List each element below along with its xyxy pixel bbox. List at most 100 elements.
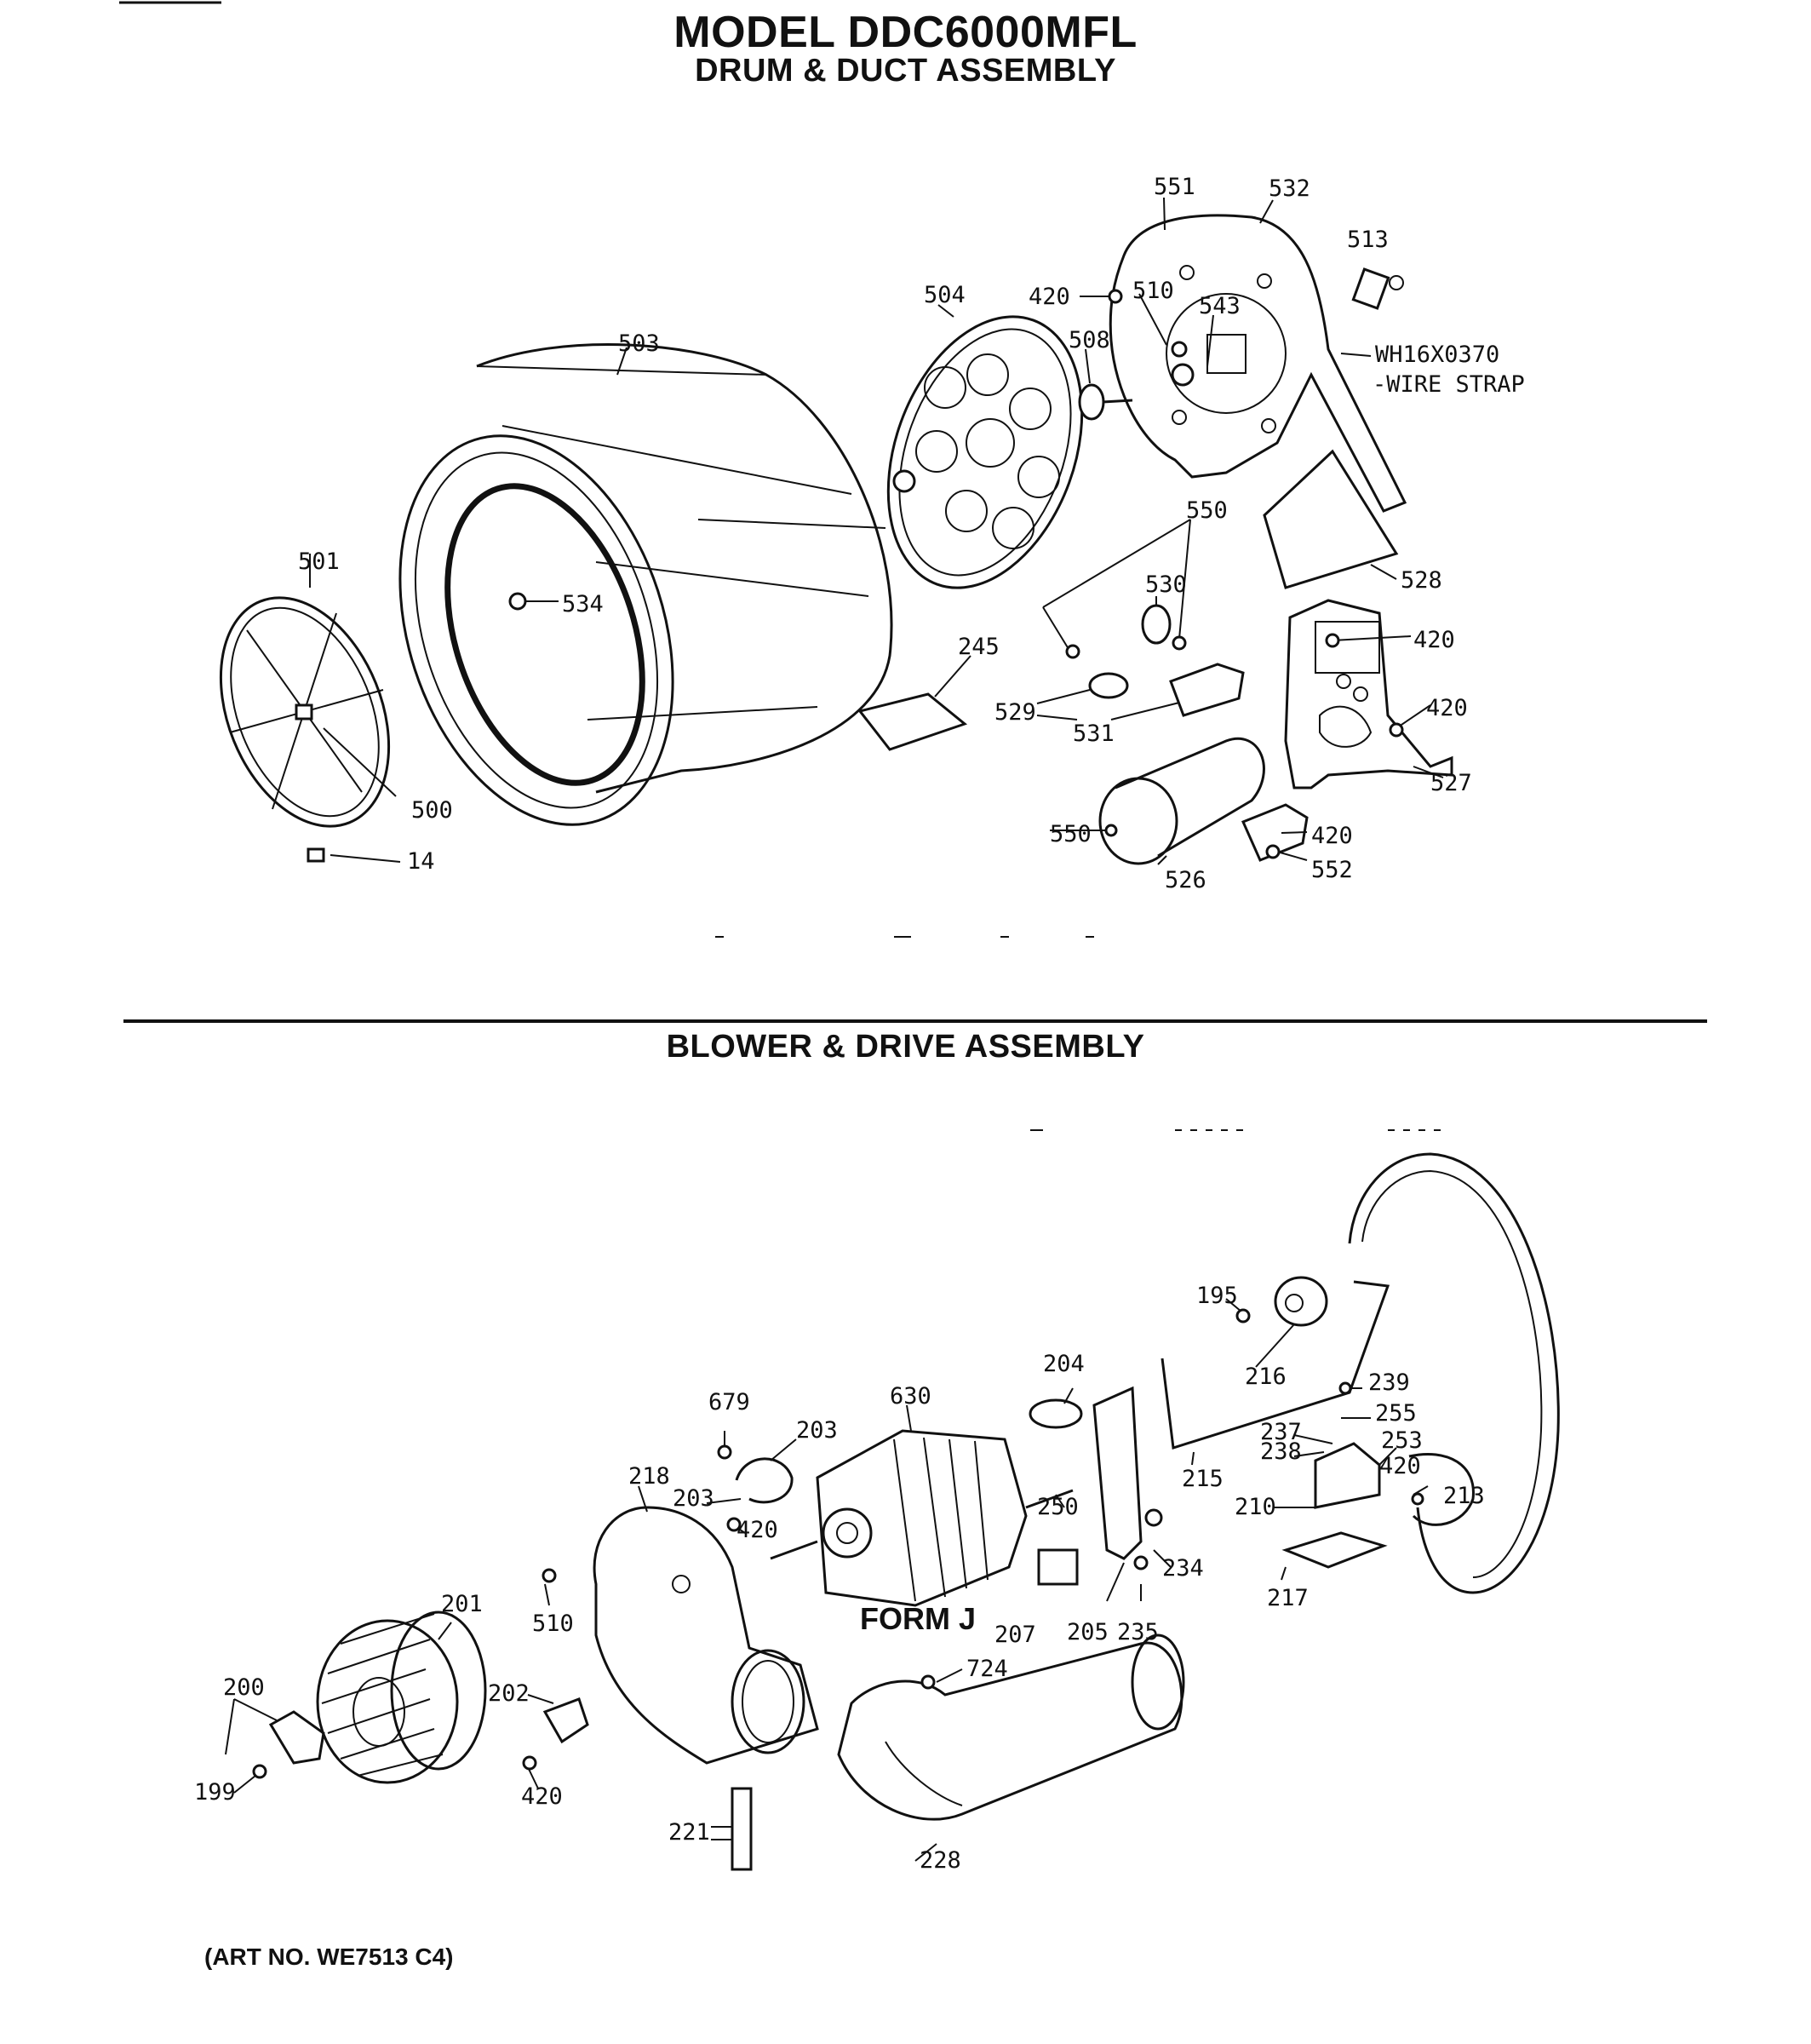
callout-label: -WIRE STRAP bbox=[1373, 371, 1525, 398]
terminal-block bbox=[1241, 803, 1309, 862]
blower-leaders bbox=[225, 1298, 1429, 1862]
idler-pulley bbox=[1274, 1276, 1328, 1327]
callout-label: 199 bbox=[194, 1779, 236, 1806]
rear-duct-panel bbox=[1109, 214, 1407, 513]
clamp-204 bbox=[1029, 1398, 1083, 1429]
callout-label: 228 bbox=[920, 1847, 961, 1874]
callout-label: 503 bbox=[618, 330, 660, 357]
blower-fasteners bbox=[252, 1308, 1424, 1779]
callout-label: 207 bbox=[994, 1622, 1036, 1648]
callout-label: 534 bbox=[562, 591, 604, 617]
callout-label: 235 bbox=[1117, 1619, 1159, 1645]
strip-221 bbox=[731, 1787, 753, 1871]
callout-label: 420 bbox=[521, 1783, 563, 1810]
bracket-200 bbox=[268, 1710, 325, 1765]
callout-label: 234 bbox=[1162, 1555, 1204, 1582]
callout-label: 510 bbox=[1132, 278, 1174, 304]
blower-housing bbox=[593, 1506, 819, 1765]
callout-label: 526 bbox=[1165, 867, 1206, 893]
callout-label: 504 bbox=[924, 282, 966, 308]
callout-label: 245 bbox=[958, 634, 1000, 660]
motor-switch bbox=[1037, 1548, 1079, 1586]
callout-label: 255 bbox=[1375, 1400, 1417, 1427]
motor-mount bbox=[1092, 1386, 1143, 1560]
callout-label: 550 bbox=[1050, 821, 1092, 847]
callout-label: 550 bbox=[1186, 497, 1228, 524]
callout-label: 528 bbox=[1401, 567, 1442, 594]
callout-label: 218 bbox=[628, 1463, 670, 1490]
callout-label: 238 bbox=[1260, 1438, 1302, 1465]
callout-label: 239 bbox=[1368, 1369, 1410, 1396]
callout-label: 217 bbox=[1267, 1585, 1309, 1611]
blower-assembly bbox=[225, 1152, 1560, 1871]
callout-label: 630 bbox=[890, 1383, 931, 1410]
callout-label: 531 bbox=[1073, 721, 1115, 747]
art-number: (ART NO. WE7513 C4) bbox=[204, 1944, 454, 1970]
callout-label: 420 bbox=[1029, 284, 1070, 310]
callout-label: 201 bbox=[441, 1591, 483, 1617]
callout-label: 420 bbox=[1413, 627, 1455, 653]
drum-assembly bbox=[219, 197, 1453, 865]
callout-label: 724 bbox=[966, 1656, 1008, 1682]
scan-specks bbox=[715, 936, 1447, 1131]
callout-label: 221 bbox=[668, 1819, 710, 1846]
callout-label: WH16X0370 bbox=[1375, 342, 1499, 368]
callout-label: 513 bbox=[1347, 227, 1389, 253]
bracket-217 bbox=[1281, 1531, 1388, 1569]
drive-motor bbox=[770, 1429, 1074, 1607]
callout-label: 213 bbox=[1443, 1483, 1485, 1509]
callout-label: 527 bbox=[1430, 770, 1472, 796]
callout-label: 204 bbox=[1043, 1351, 1085, 1377]
callout-label: 420 bbox=[1311, 823, 1353, 849]
pulley-213 bbox=[1408, 1452, 1475, 1526]
callout-label: 237 bbox=[1260, 1419, 1302, 1445]
bracket-531 bbox=[1169, 663, 1245, 717]
bearing bbox=[1078, 383, 1105, 421]
callout-label: 500 bbox=[411, 797, 453, 824]
callout-label: 420 bbox=[1379, 1453, 1421, 1479]
callout-label: 253 bbox=[1381, 1427, 1423, 1454]
callout-label: 552 bbox=[1311, 857, 1353, 883]
callout-label: 205 bbox=[1067, 1619, 1109, 1645]
motor-clamp bbox=[735, 1457, 794, 1504]
exhaust-duct bbox=[837, 1633, 1185, 1821]
thermostat-529 bbox=[1088, 672, 1129, 699]
bracket-210 bbox=[1314, 1442, 1381, 1509]
drum-fasteners bbox=[1065, 289, 1404, 859]
callout-label: 679 bbox=[708, 1389, 750, 1415]
drive-belt bbox=[1348, 1152, 1560, 1594]
callout-label: 203 bbox=[796, 1417, 838, 1444]
drum-leaders bbox=[309, 197, 1444, 865]
callout-label: 195 bbox=[1196, 1283, 1238, 1309]
callout-label: 551 bbox=[1154, 174, 1195, 200]
callout-label: 420 bbox=[1426, 695, 1468, 721]
callout-label: 532 bbox=[1269, 175, 1310, 202]
thermostat bbox=[1351, 267, 1404, 310]
model-title: MODEL DDC6000MFL bbox=[673, 8, 1138, 57]
blower-section-title: BLOWER & DRIVE ASSEMBLY bbox=[666, 1029, 1145, 1065]
rear-bulkhead bbox=[886, 315, 1084, 589]
callout-label: 529 bbox=[994, 699, 1036, 726]
callout-label: 202 bbox=[488, 1680, 530, 1707]
clip-202 bbox=[542, 1697, 589, 1744]
callout-label: 215 bbox=[1182, 1466, 1224, 1492]
duct-bottom bbox=[1263, 449, 1399, 589]
heater-tube bbox=[1098, 738, 1265, 865]
callout-label: 530 bbox=[1145, 571, 1187, 598]
callout-label: 250 bbox=[1037, 1494, 1079, 1520]
callout-label: 200 bbox=[223, 1674, 265, 1701]
blower-wheel bbox=[316, 1611, 487, 1784]
callout-label: 420 bbox=[736, 1517, 778, 1543]
front-seal-ring bbox=[219, 596, 391, 828]
callout-label: 508 bbox=[1069, 327, 1110, 353]
callout-label: 210 bbox=[1235, 1494, 1276, 1520]
callout-label: 203 bbox=[673, 1485, 714, 1512]
drum bbox=[398, 343, 893, 826]
callout-label: 14 bbox=[407, 848, 435, 875]
callout-label: 510 bbox=[532, 1611, 574, 1637]
heater-bracket bbox=[1284, 599, 1453, 789]
drum-section-title: DRUM & DUCT ASSEMBLY bbox=[695, 53, 1116, 89]
